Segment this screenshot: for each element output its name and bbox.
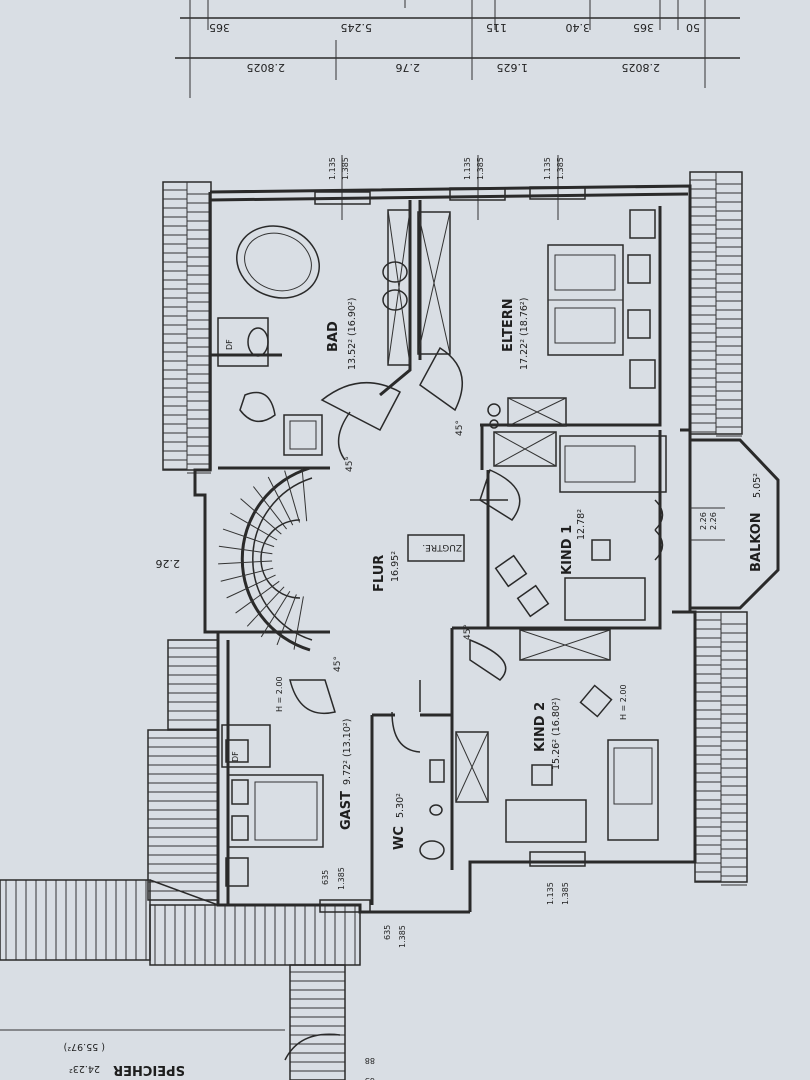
corner-dim-63: 63 (365, 1076, 375, 1080)
room-bad-name: BAD (326, 321, 341, 352)
room-speicher-name: SPEICHER (113, 1062, 185, 1077)
room-speicher-area-alt: ( 55.97²) (64, 1041, 105, 1052)
room-wc-name: WC (392, 826, 407, 850)
height-gast: H = 2.00 (275, 676, 284, 712)
windows (314, 186, 586, 913)
dim-276: 2.76 (396, 61, 421, 74)
win-dim-1385-c: 1.385 (556, 157, 565, 180)
flur-door-swings (289, 346, 521, 753)
room-kind2-area: 15.26² (16.80²) (551, 698, 562, 770)
bath-fixtures (217, 209, 411, 456)
room-kind1-area: 12.78² (576, 509, 587, 540)
bottom-dim-1385: 1.385 (398, 925, 407, 948)
df-gast: DF (231, 751, 240, 762)
gast-furniture (221, 724, 324, 887)
df-bad: DF (225, 339, 234, 350)
room-flur-area: 16.95² (390, 551, 401, 582)
room-labels: BAD 13.52² (16.90²) ELTERN 17.22² (18.76… (64, 298, 764, 1077)
win-dim-1135-c: 1.135 (543, 157, 552, 180)
room-eltern-name: ELTERN (501, 298, 516, 352)
room-wc-area: 5.30² (395, 793, 406, 818)
zugtreppe-label: ZUGTRE. (422, 542, 462, 552)
stair-dim: 2.26 (156, 557, 181, 570)
roof-edge-right-bottom (694, 611, 748, 883)
top-dimensions: 365 5.245 115 3.40 365 50 2.8025 2.76 1.… (175, 0, 740, 98)
dim-28025-right: 2.8025 (622, 61, 661, 74)
dim-28025-left: 2.8025 (247, 61, 286, 74)
dim-115: 115 (486, 21, 507, 34)
misc-labels: ZUGTRE. 45° 45° 45° 45° H = 2.00 H = 2.0… (156, 339, 719, 1080)
dim-365-right: 365 (633, 21, 654, 34)
corner-dim-88: 88 (365, 1056, 375, 1065)
room-gast-area: 9.72² (13.10²) (342, 719, 353, 785)
win-dim-1385-a: 1.385 (341, 157, 350, 180)
wc-fixtures (419, 759, 445, 860)
kind2-furniture (455, 629, 659, 843)
height-kind2: H = 2.00 (619, 684, 628, 720)
room-kind2-name: KIND 2 (533, 702, 548, 752)
dim-340: 3.40 (566, 21, 591, 34)
angle-4: 45° (333, 656, 343, 672)
win-dim-1135-b: 1.135 (463, 157, 472, 180)
kind2-dim-1135: 1.135 (546, 882, 555, 905)
room-balkon-name: BALKON (749, 512, 764, 572)
angle-1: 45° (345, 456, 355, 472)
balkon-dim-a: 2.26 (699, 512, 708, 530)
room-eltern-area: 17.22² (18.76²) (519, 298, 530, 370)
room-kind1-name: KIND 1 (560, 525, 575, 575)
roof-edge-bottom-left (147, 639, 219, 901)
kind2-dim-1385: 1.385 (561, 882, 570, 905)
roof-edge-left (162, 181, 212, 471)
dim-5245: 5.245 (341, 21, 373, 34)
room-flur-name: FLUR (372, 555, 387, 592)
angle-2: 45° (455, 420, 465, 436)
balcony (688, 438, 780, 610)
dim-1625: 1.625 (497, 61, 529, 74)
dim-50: 50 (686, 21, 700, 34)
speicher-area (0, 879, 361, 1080)
room-speicher-area: 24.23² (69, 1063, 100, 1074)
room-gast-name: GAST (339, 791, 354, 830)
dim-365-left: 365 (209, 21, 230, 34)
room-balkon-area: 5.05² (752, 473, 763, 498)
roof-hatching (5, 179, 747, 1072)
angle-3: 45° (463, 624, 473, 640)
win-dim-1135-a: 1.135 (328, 157, 337, 180)
gast-dim-1385: 1.385 (337, 867, 346, 890)
room-bad-area: 13.52² (16.90²) (347, 298, 358, 370)
bottom-dim-635: 635 (383, 925, 392, 940)
eltern-furniture (417, 209, 656, 429)
win-dim-1385-b: 1.385 (476, 157, 485, 180)
balkon-dim-b: 2.26 (709, 512, 718, 530)
kind1-furniture (493, 431, 667, 621)
gast-dim-635: 635 (321, 870, 330, 885)
spiral-staircase (218, 466, 313, 652)
